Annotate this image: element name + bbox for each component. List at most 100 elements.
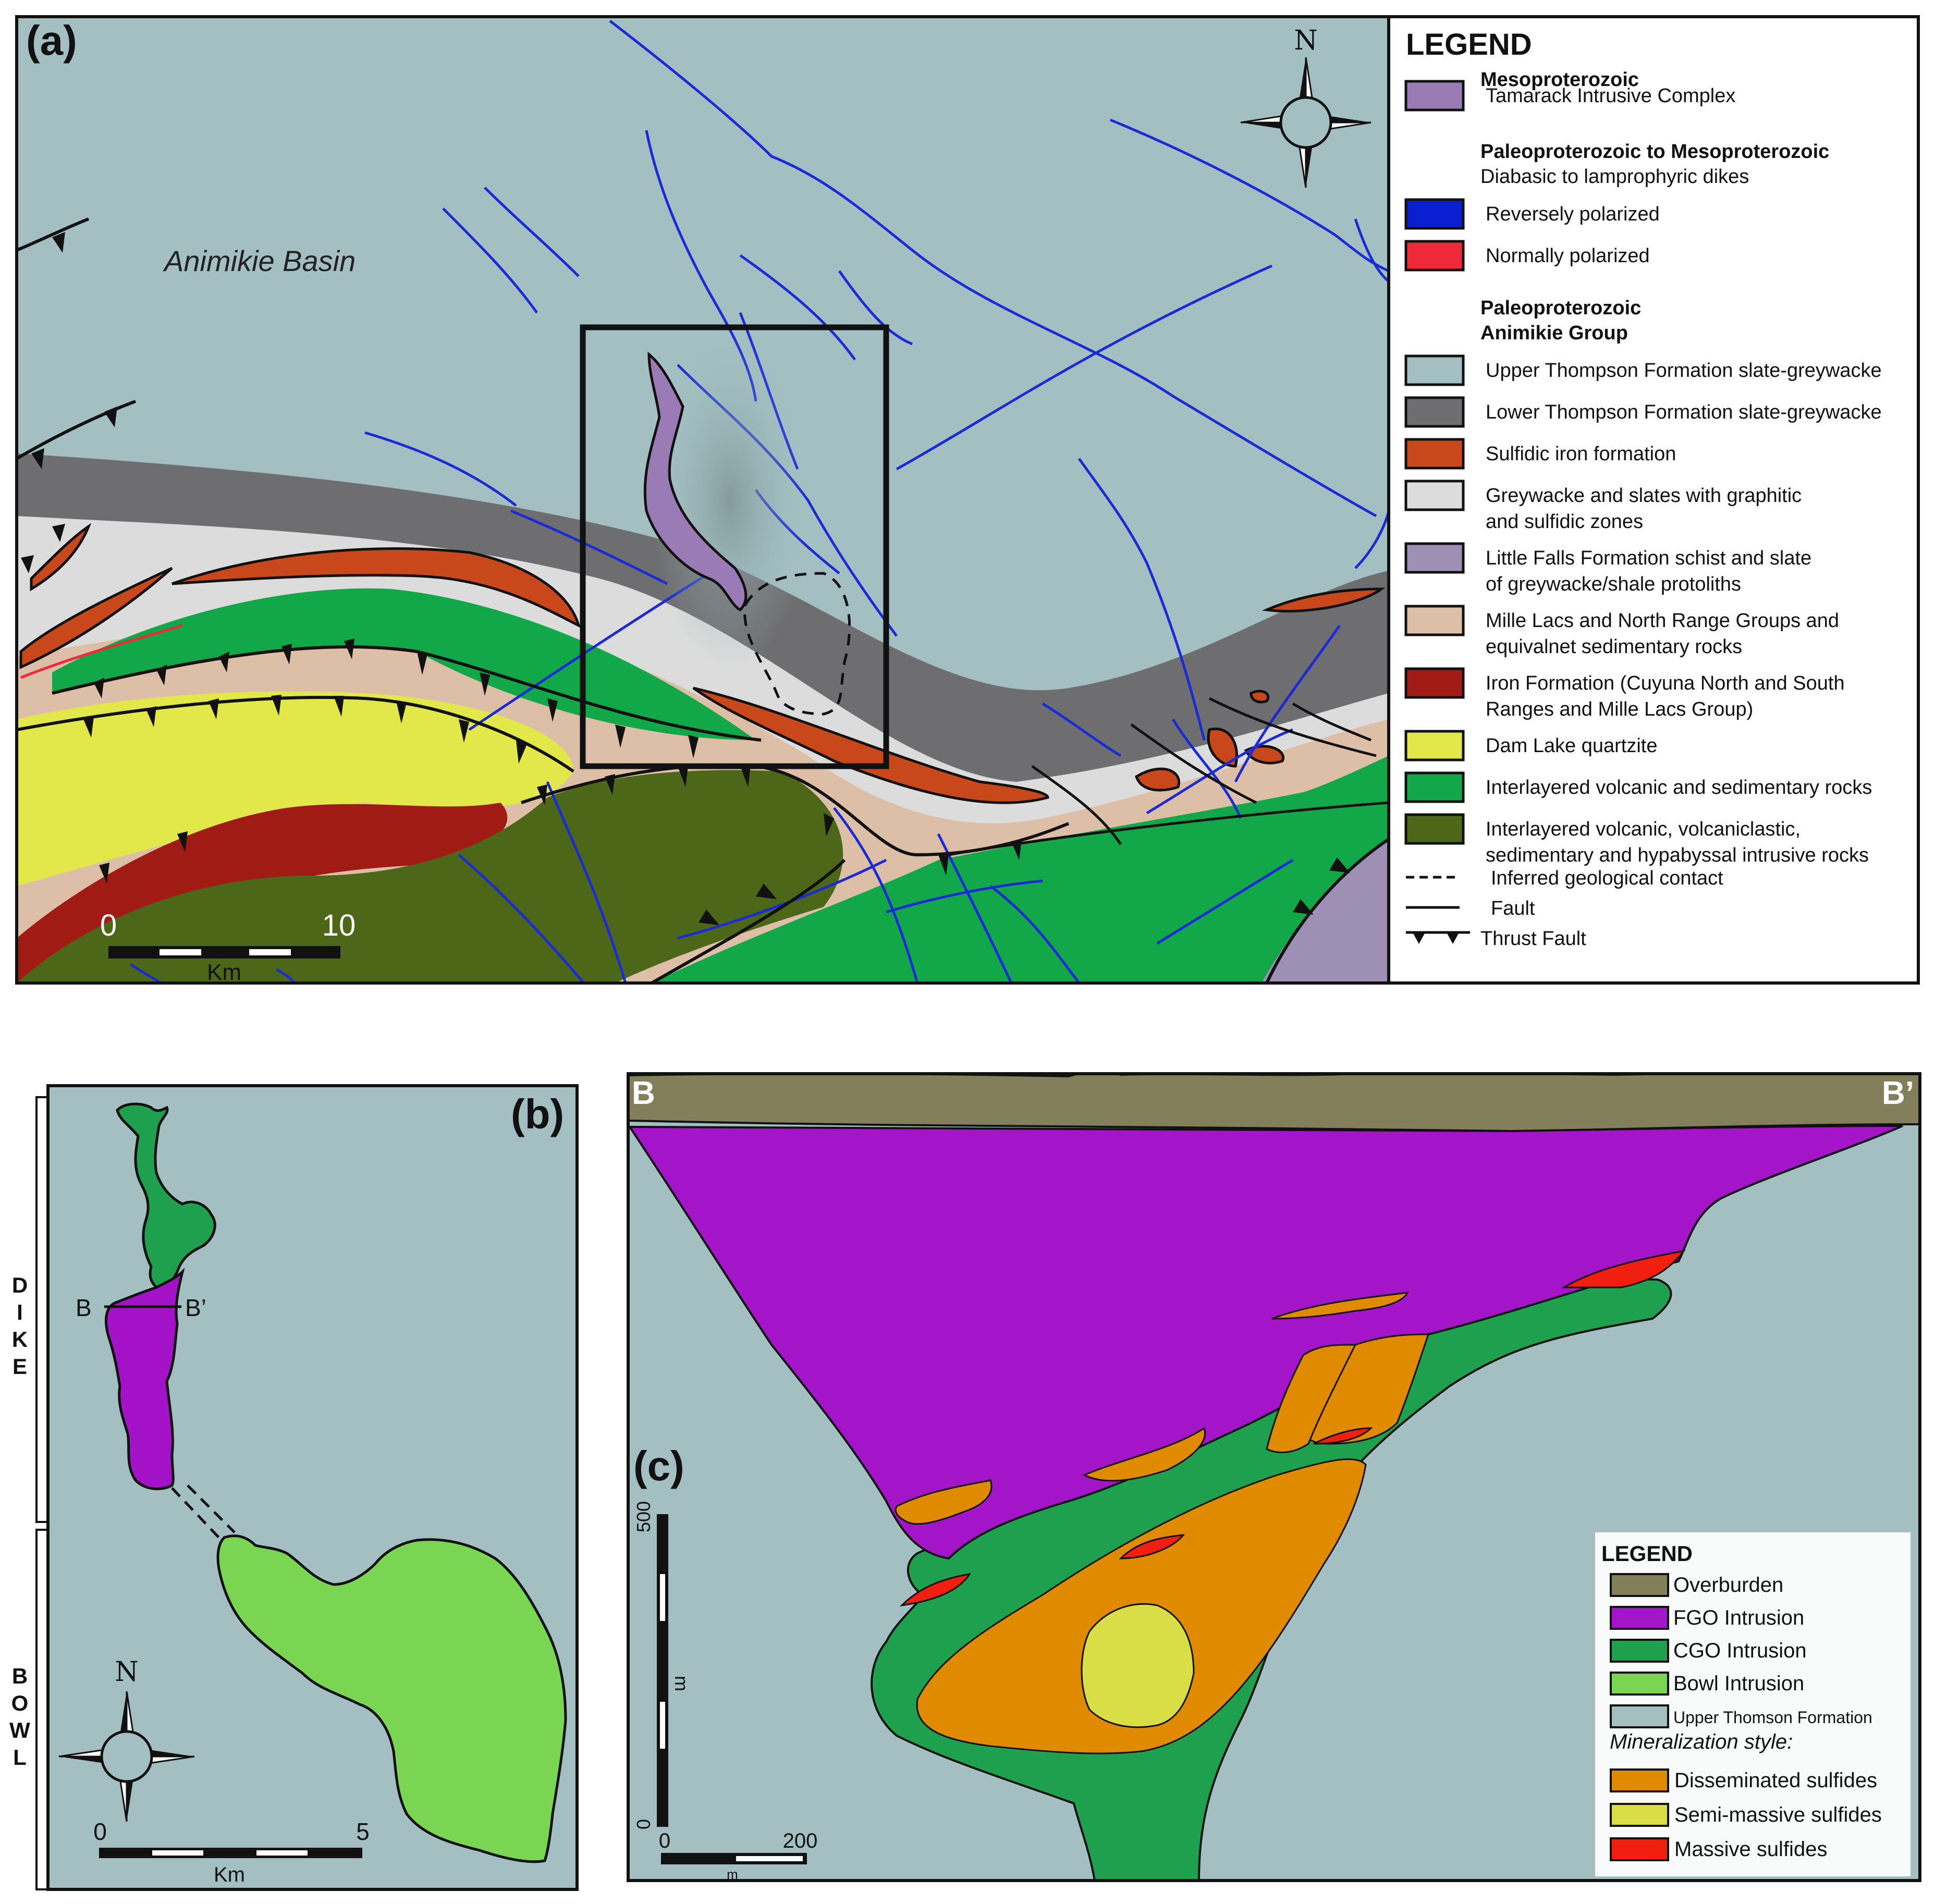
legend-a-swatch bbox=[1404, 542, 1465, 574]
volcanic-band-lower bbox=[652, 756, 1389, 983]
dam-lake-band bbox=[17, 691, 573, 886]
legend-a-group-heading: Paleoproterozoic to Mesoproterozoic bbox=[1480, 141, 1829, 163]
legend-a-item-label: Reversely polarized bbox=[1486, 203, 1660, 225]
legend-a-item-label-2: equivalnet sedimentary rocks bbox=[1486, 636, 1742, 658]
legend-c-item-label: CGO Intrusion bbox=[1673, 1639, 1807, 1662]
scale-unit-a: Km bbox=[207, 960, 241, 985]
scale-bar-a bbox=[108, 946, 340, 959]
section-b-end: B’ bbox=[185, 1294, 206, 1321]
north-label-b: N bbox=[115, 1656, 139, 1688]
legend-a-swatch bbox=[1404, 396, 1465, 428]
legend-c-mineral-swatch bbox=[1610, 1803, 1669, 1827]
legend-a-group-sub: Animikie Group bbox=[1480, 322, 1628, 344]
legend-a-swatch bbox=[1404, 813, 1465, 845]
legend-c-subtitle: Mineralization style: bbox=[1610, 1730, 1793, 1753]
hscale-max: 200 bbox=[783, 1829, 818, 1852]
basin-label: Animikie Basin bbox=[163, 244, 356, 277]
scale-min-a: 0 bbox=[100, 908, 117, 942]
legend-a-swatch bbox=[1404, 730, 1465, 761]
scale-max-b: 5 bbox=[356, 1818, 370, 1845]
legend-c-mineral-label: Massive sulfides bbox=[1674, 1838, 1827, 1861]
hypabyssal-area bbox=[17, 770, 843, 983]
horizontal-scale bbox=[661, 1853, 807, 1864]
legend-a-item-label-2: sedimentary and hypabyssal intrusive roc… bbox=[1486, 844, 1869, 866]
scale-unit-b: Km bbox=[214, 1863, 245, 1886]
legend-a-item-label: Mille Lacs and North Range Groups and bbox=[1486, 610, 1839, 632]
legend-a-item-label: Upper Thompson Formation slate-greywacke bbox=[1486, 360, 1882, 382]
scale-max-a: 10 bbox=[322, 908, 356, 942]
legend-a-item-label: Dam Lake quartzite bbox=[1486, 735, 1658, 757]
bowl-intrusion bbox=[216, 1534, 567, 1863]
north-label-a: N bbox=[1294, 25, 1318, 56]
legend-a-item-label: Tamarack Intrusive Complex bbox=[1486, 85, 1735, 107]
legend-c-item-label: Overburden bbox=[1673, 1574, 1783, 1596]
zone-brackets bbox=[35, 1096, 49, 1890]
vertical-scale bbox=[657, 1514, 668, 1827]
thrust-faults bbox=[17, 217, 1389, 983]
legend-a-swatch bbox=[1404, 480, 1465, 511]
legend-a-group-heading: Mesoproterozoic bbox=[1480, 69, 1639, 91]
panel-a-map: N 0 10 Km Animikie Basin bbox=[17, 17, 1389, 985]
disseminated-pods bbox=[895, 1292, 1430, 1525]
legend-a-swatch bbox=[1404, 80, 1465, 112]
legend-a-swatch bbox=[1404, 354, 1465, 386]
section-c-end: B’ bbox=[1882, 1075, 1914, 1111]
legend-c-title: LEGEND bbox=[1601, 1541, 1693, 1566]
cgo-dike bbox=[116, 1102, 216, 1289]
scale-min-b: 0 bbox=[93, 1818, 107, 1845]
legend-c-swatch bbox=[1610, 1573, 1669, 1597]
panel-b-map: N bbox=[48, 1086, 577, 1889]
vscale-min: 0 bbox=[633, 1819, 654, 1829]
intrusion-halo bbox=[652, 328, 808, 672]
legend-a-group-sub: Diabasic to lamprophyric dikes bbox=[1480, 166, 1749, 188]
section-b-start: B bbox=[76, 1294, 92, 1321]
legend-a-swatch bbox=[1404, 240, 1465, 272]
legend-c-item-label: FGO Intrusion bbox=[1673, 1606, 1804, 1629]
legend-a-thrust-teeth bbox=[1413, 932, 1459, 944]
north-arrow-b bbox=[58, 1691, 195, 1822]
legend-c-mineral-swatch bbox=[1610, 1837, 1669, 1861]
legend-a-item-label: Little Falls Formation schist and slate bbox=[1486, 547, 1811, 569]
legend-a-item-label: Lower Thompson Formation slate-greywacke bbox=[1486, 401, 1882, 423]
scale-bar-b bbox=[99, 1848, 362, 1858]
normal-dike bbox=[20, 624, 183, 679]
north-arrow-a bbox=[1240, 57, 1371, 188]
panel-b-label: (b) bbox=[511, 1091, 564, 1137]
legend-a-item-label: Greywacke and slates with graphitic bbox=[1486, 485, 1802, 507]
panel-c-frame bbox=[627, 1072, 1921, 1882]
semi-massive-core bbox=[1081, 1603, 1195, 1728]
legend-c-swatch bbox=[1610, 1606, 1669, 1630]
legend-a-item-label-2: of greywacke/shale protoliths bbox=[1486, 573, 1741, 595]
panel-a-label: (a) bbox=[26, 17, 77, 64]
little-falls-area bbox=[1262, 839, 1389, 983]
legend-c-mineral-label: Semi-massive sulfides bbox=[1674, 1803, 1882, 1826]
vscale-max: 500 bbox=[633, 1501, 654, 1532]
legend-c-swatch bbox=[1610, 1672, 1669, 1696]
vscale-unit: m bbox=[671, 1676, 692, 1691]
legend-c-swatch bbox=[1610, 1704, 1669, 1728]
legend-c-mineral-label: Disseminated sulfides bbox=[1674, 1769, 1877, 1792]
sulfidic-iron-lenses bbox=[19, 523, 1386, 804]
legend-a-symbol-label: Fault bbox=[1491, 898, 1535, 919]
legend-c-swatch bbox=[1610, 1639, 1669, 1663]
inset-box bbox=[580, 324, 889, 769]
legend-a-item-label-2: and sulfidic zones bbox=[1486, 511, 1643, 533]
legend-a-symbol-label: Thrust Fault bbox=[1480, 928, 1586, 950]
tamarack-intrusion bbox=[643, 351, 748, 612]
overburden bbox=[628, 1074, 1920, 1133]
legend-a-item-label: Normally polarized bbox=[1486, 245, 1650, 267]
legend-c-mineral-swatch bbox=[1610, 1768, 1669, 1792]
legend-a-group-heading: Paleoproterozoic bbox=[1480, 297, 1641, 319]
legend-a-symbol-label: Inferred geological contact bbox=[1491, 867, 1723, 889]
massive-sulfide-pods bbox=[899, 1249, 1686, 1607]
fgo-intrusion bbox=[628, 1125, 1903, 1560]
legend-c-item-label: Upper Thomson Formation bbox=[1673, 1708, 1872, 1727]
section-c-start: B bbox=[632, 1075, 655, 1111]
dashed-link bbox=[171, 1484, 236, 1539]
legend-a-item-label: Interlayered volcanic, volcaniclastic, bbox=[1486, 818, 1801, 840]
